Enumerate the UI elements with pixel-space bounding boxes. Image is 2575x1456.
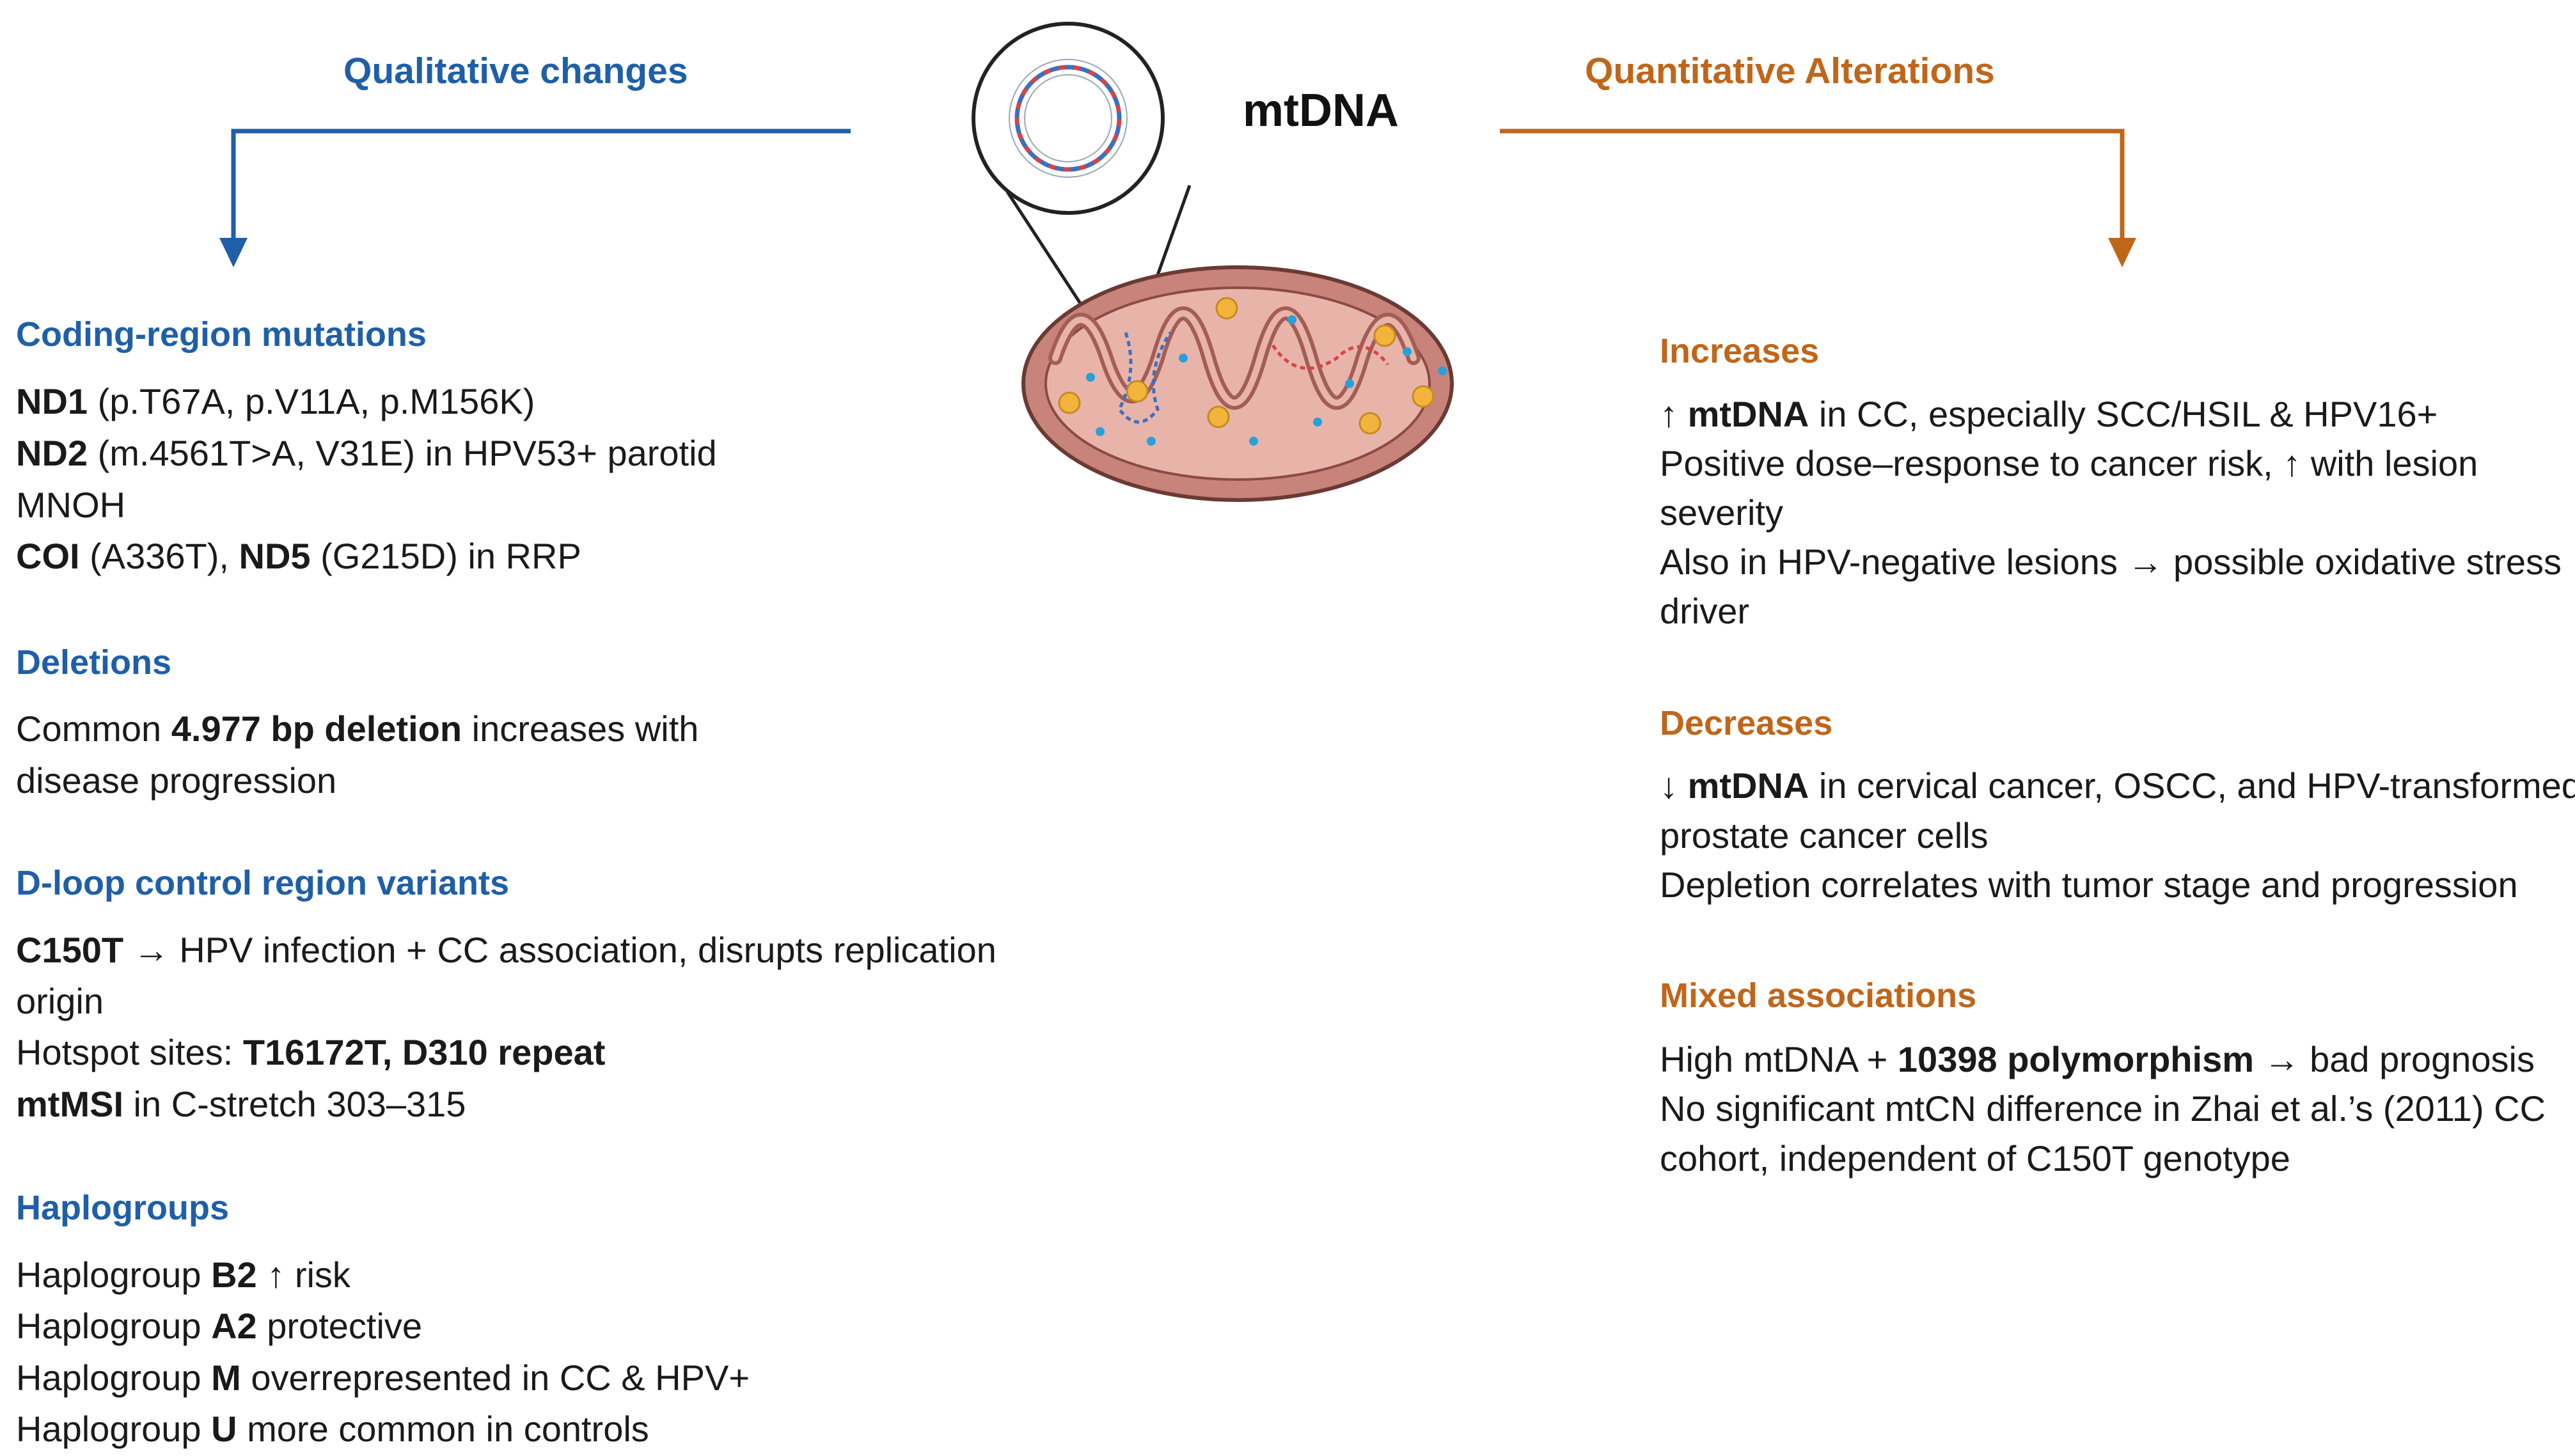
increases-line-2: Positive dose–response to cancer risk, ↑…	[1660, 443, 2478, 483]
deletions-line-2: disease progression	[16, 760, 337, 801]
increases-title: Increases	[1660, 332, 1820, 370]
dloop-line-3: Hotspot sites: T16172T, D310 repeat	[16, 1032, 606, 1072]
dloop-title: D-loop control region variants	[16, 864, 510, 902]
decreases-line-1: ↓ mtDNA in cervical cancer, OSCC, and HP…	[1660, 765, 2575, 806]
mixed-line-2: No significant mtCN difference in Zhai e…	[1660, 1088, 2546, 1129]
mixed-line-1: High mtDNA + 10398 polymorphism → bad pr…	[1660, 1039, 2535, 1079]
haplogroups-title: Haplogroups	[16, 1189, 229, 1227]
decreases-line-3: Depletion correlates with tumor stage an…	[1660, 865, 2518, 905]
coding-line-1: ND1 (p.T67A, p.V11A, p.M156K)	[16, 381, 535, 421]
haplo-line-1: Haplogroup B2 ↑ risk	[16, 1255, 350, 1295]
mixed-line-3: cohort, independent of C150T genotype	[1660, 1138, 2290, 1178]
coding-line-3: MNOH	[16, 485, 126, 525]
mtdna-label: mtDNA	[1243, 85, 1399, 136]
qualitative-title: Qualitative changes	[343, 51, 688, 91]
coding-region-title: Coding-region mutations	[16, 315, 427, 354]
quantitative-title: Quantitative Alterations	[1585, 51, 1995, 91]
mitochondrion-icon	[1021, 265, 1454, 502]
coding-line-2: ND2 (m.4561T>A, V31E) in HPV53+ parotid	[16, 433, 717, 473]
dloop-line-2: origin	[16, 981, 104, 1021]
mtdna-circle-icon	[972, 22, 1165, 215]
quantitative-arrow	[1500, 129, 2136, 267]
dloop-line-4: mtMSI in C-stretch 303–315	[16, 1084, 466, 1124]
deletions-title: Deletions	[16, 643, 172, 682]
haplo-line-3: Haplogroup M overrepresented in CC & HPV…	[16, 1358, 750, 1398]
haplo-line-4: Haplogroup U more common in controls	[16, 1409, 649, 1449]
increases-line-4: Also in HPV-negative lesions → possible …	[1660, 542, 2562, 582]
increases-line-3: severity	[1660, 492, 1783, 533]
haplo-line-2: Haplogroup A2 protective	[16, 1306, 423, 1346]
mixed-title: Mixed associations	[1660, 976, 1977, 1015]
increases-line-1: ↑ mtDNA in CC, especially SCC/HSIL & HPV…	[1660, 394, 2438, 434]
decreases-title: Decreases	[1660, 704, 1833, 742]
coding-line-4: COI (A336T), ND5 (G215D) in RRP	[16, 536, 581, 576]
qualitative-arrow	[219, 129, 851, 267]
increases-line-5: driver	[1660, 591, 1750, 631]
dloop-line-1: C150T → HPV infection + CC association, …	[16, 930, 996, 970]
deletions-line-1: Common 4.977 bp deletion increases with	[16, 708, 699, 749]
decreases-line-2: prostate cancer cells	[1660, 815, 1988, 856]
